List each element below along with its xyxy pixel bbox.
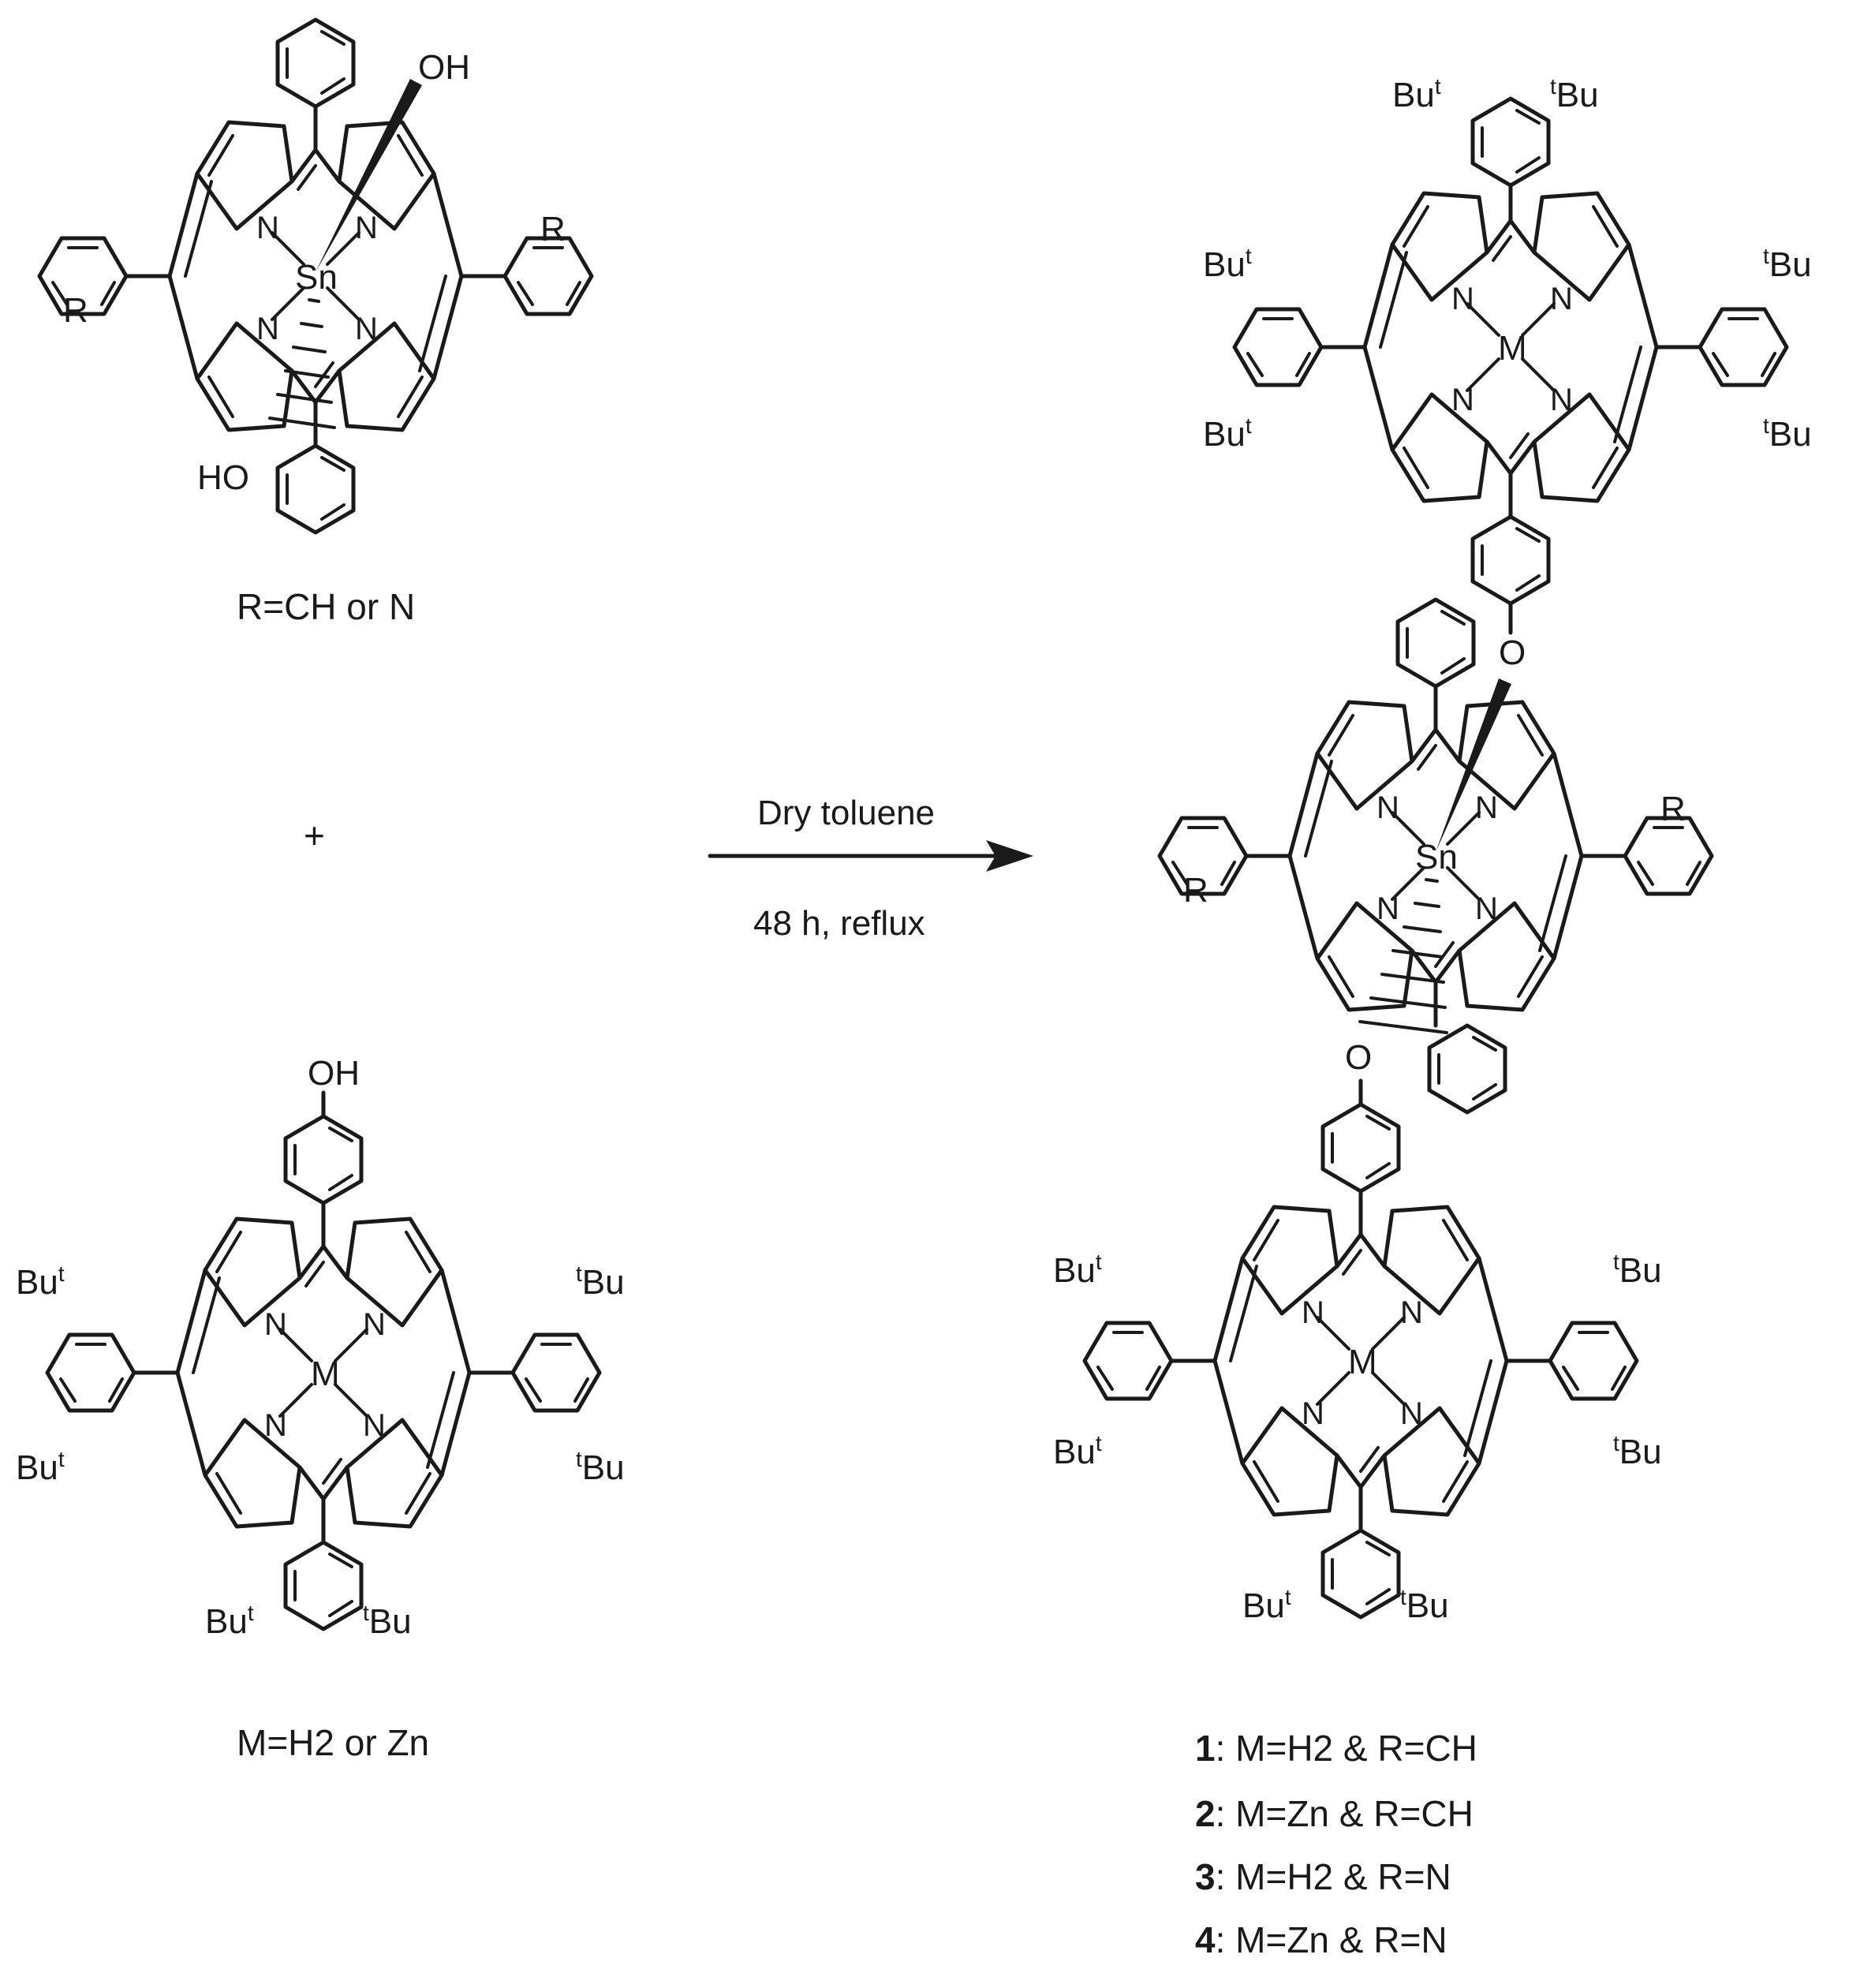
- legend-entry: 4: M=Zn & R=N: [1195, 1919, 1447, 1960]
- ring-r-label: R: [1660, 790, 1686, 828]
- tbu-label: tBu: [363, 1601, 412, 1641]
- legend-entry: 1: M=H2 & R=CH: [1195, 1728, 1477, 1769]
- hashed-bond: [268, 298, 336, 429]
- tbu-label: But: [1242, 1585, 1291, 1625]
- nitrogen-label: N: [1475, 790, 1498, 825]
- metal-m-label: M: [1498, 329, 1527, 368]
- oxygen-bottom-label: O: [1345, 1038, 1372, 1077]
- ring-r-label: R: [63, 291, 88, 330]
- tbu-label: tBu: [1763, 413, 1812, 454]
- nitrogen-label: N: [1376, 891, 1399, 926]
- tbu-label: But: [1392, 74, 1441, 114]
- arrow-condition-time: 48 h, reflux: [753, 904, 925, 943]
- tbu-label: But: [16, 1447, 65, 1487]
- product-top-porphyrin: M N N N N But tBu But But tBu tBu: [1203, 74, 1812, 635]
- reaction-arrow: [708, 840, 1033, 872]
- ring-r-label: R: [540, 210, 566, 248]
- tbu-label: But: [1053, 1250, 1102, 1290]
- nitrogen-label: N: [264, 1307, 287, 1342]
- tbu-label: But: [1203, 413, 1252, 454]
- nitrogen-label: N: [264, 1408, 287, 1443]
- product-bottom-porphyrin: M N N N N But But tBu tBu But tBu: [1053, 1078, 1662, 1625]
- tbu-label: But: [16, 1261, 65, 1302]
- reactant-sn-caption: R=CH or N: [237, 586, 415, 627]
- tbu-label: But: [1053, 1431, 1102, 1471]
- tbu-label: tBu: [1400, 1585, 1449, 1625]
- plus-sign: +: [304, 815, 325, 856]
- nitrogen-label: N: [1302, 1295, 1324, 1330]
- compound-legend: 1: M=H2 & R=CH 2: M=Zn & R=CH 3: M=H2 & …: [1195, 1728, 1477, 1960]
- hashed-bond: [1358, 878, 1448, 1034]
- tin-atom-label: Sn: [295, 258, 338, 297]
- metal-m-label: M: [1348, 1343, 1377, 1381]
- tbu-label: tBu: [1613, 1431, 1662, 1471]
- tin-atom-label: Sn: [1415, 838, 1458, 876]
- nitrogen-label: N: [256, 312, 279, 346]
- nitrogen-label: N: [256, 211, 279, 245]
- arrow-condition-solvent: Dry toluene: [757, 794, 935, 832]
- nitrogen-label: N: [1400, 1396, 1423, 1431]
- hydroxyl-bottom-label: HO: [197, 458, 249, 497]
- phenol-oh-label: OH: [308, 1054, 360, 1093]
- nitrogen-label: N: [355, 211, 378, 245]
- tbu-label: tBu: [1763, 244, 1812, 284]
- nitrogen-label: N: [363, 1307, 386, 1342]
- nitrogen-label: N: [1302, 1396, 1324, 1431]
- sn-porphyrin-reactant: Sn N N N N OH HO R R: [39, 20, 592, 532]
- tbu-label: tBu: [576, 1447, 625, 1487]
- tbu-label: But: [1203, 244, 1252, 284]
- porphyrin-reactant: OH M N N N N But But tBu tBu But tBu: [16, 1054, 625, 1641]
- nitrogen-label: N: [1376, 790, 1399, 825]
- reactant-porphyrin-caption: M=H2 or Zn: [237, 1722, 429, 1763]
- nitrogen-label: N: [1550, 282, 1573, 316]
- legend-entry: 2: M=Zn & R=CH: [1195, 1793, 1474, 1834]
- nitrogen-label: N: [1400, 1295, 1423, 1330]
- nitrogen-label: N: [1451, 383, 1474, 417]
- nitrogen-label: N: [363, 1408, 386, 1443]
- nitrogen-label: N: [1451, 282, 1474, 316]
- nitrogen-label: N: [1475, 891, 1498, 926]
- tbu-label: tBu: [1550, 74, 1599, 114]
- oxygen-top-label: O: [1499, 633, 1526, 672]
- tbu-label: tBu: [576, 1261, 625, 1302]
- hydroxyl-top-label: OH: [418, 48, 470, 87]
- tbu-label: But: [205, 1601, 254, 1641]
- ring-r-label: R: [1183, 871, 1208, 910]
- nitrogen-label: N: [1550, 383, 1573, 417]
- tbu-label: tBu: [1613, 1250, 1662, 1290]
- nitrogen-label: N: [355, 312, 378, 346]
- metal-m-label: M: [311, 1355, 340, 1393]
- legend-entry: 3: M=H2 & R=N: [1195, 1856, 1451, 1897]
- product-sn-porphyrin: Sn N N N N R R: [1160, 600, 1712, 1112]
